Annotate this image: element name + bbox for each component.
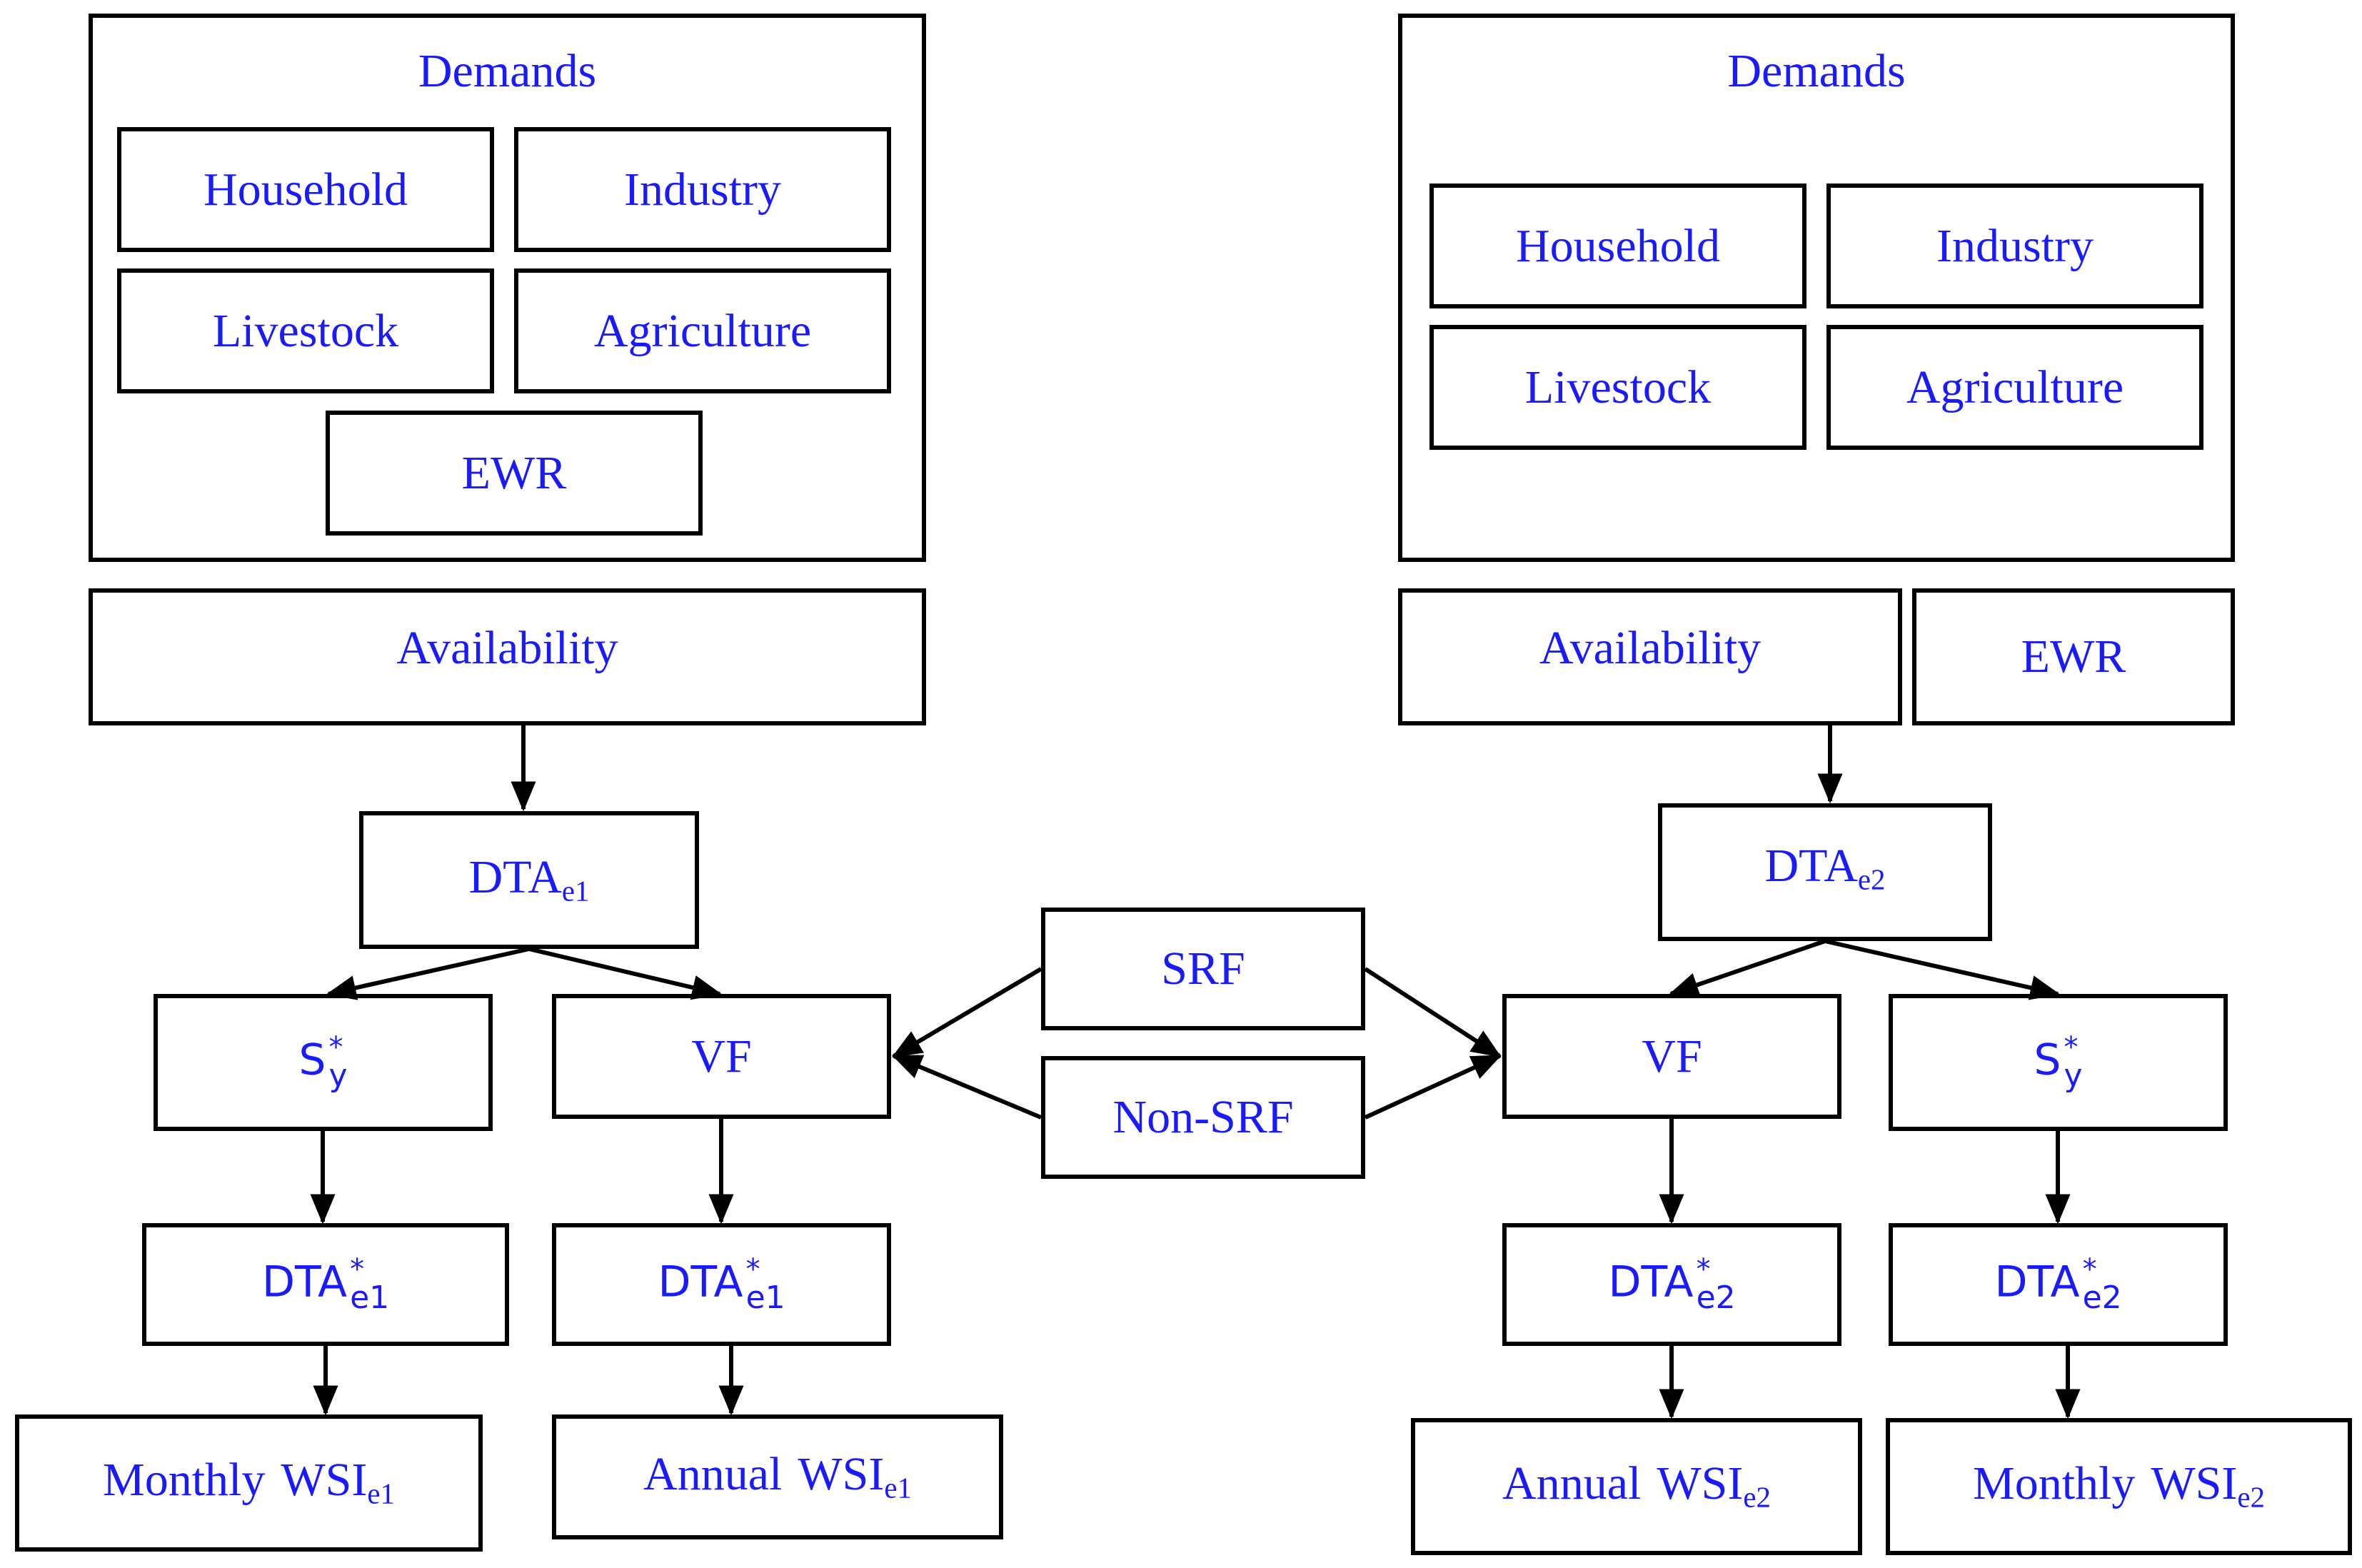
right-industry-box: Industry — [1826, 184, 2203, 308]
left-dta-star-subscript-b: e1 — [745, 1280, 785, 1317]
right-agriculture-box: Agriculture — [1826, 325, 2203, 450]
left-sy-subscript: y — [328, 1057, 348, 1095]
left-dta-label: DTAe1 — [468, 850, 590, 908]
left-annual-wsi-subscript: e1 — [884, 1472, 912, 1504]
left-sy-box: S*y — [154, 994, 493, 1131]
right-sy-subscript: y — [2064, 1057, 2083, 1095]
left-agriculture-box: Agriculture — [514, 268, 891, 393]
arrow-srf-to-left-vf — [891, 967, 1042, 1058]
right-livestock-label: Livestock — [1524, 361, 1712, 413]
right-sy-label: S*y — [2034, 1031, 2083, 1095]
right-dta-star-superscript-a: * — [1696, 1253, 1711, 1287]
right-household-label: Household — [1516, 219, 1720, 272]
right-demands-title: Demands — [1727, 45, 1906, 97]
left-dta-star-box-a: DTA*e1 — [142, 1223, 509, 1346]
left-dta-star-label-a: DTA*e1 — [261, 1253, 390, 1317]
non-srf-label: Non-SRF — [1112, 1091, 1294, 1143]
arrow-left-dta-to-sy — [326, 947, 530, 1000]
left-industry-box: Industry — [514, 127, 891, 252]
right-ewr-label: EWR — [2021, 630, 2126, 683]
left-ewr-label: EWR — [461, 446, 567, 499]
left-dta-star-superscript-a: * — [350, 1253, 365, 1287]
right-sy-box: S*y — [1889, 994, 2228, 1131]
arrow-non-srf-to-right-vf — [1364, 1054, 1502, 1120]
right-sy-superscript: * — [2064, 1031, 2079, 1065]
right-vf-label: VF — [1642, 1030, 1702, 1082]
arrow-srf-to-right-vf — [1364, 967, 1502, 1058]
right-dta-star-superscript-b: * — [2082, 1253, 2097, 1287]
right-dta-label: DTAe2 — [1764, 839, 1886, 896]
right-dta-box: DTAe2 — [1658, 803, 1992, 941]
right-availability-box: Availability — [1398, 588, 1902, 725]
left-agriculture-label: Agriculture — [593, 304, 812, 357]
right-household-box: Household — [1429, 184, 1806, 308]
left-dta-subscript: e1 — [561, 875, 590, 908]
non-srf-box: Non-SRF — [1041, 1056, 1365, 1179]
left-household-label: Household — [203, 163, 408, 216]
right-dta-star-subscript-b: e2 — [2082, 1280, 2122, 1317]
left-vf-label: VF — [691, 1030, 752, 1082]
right-livestock-box: Livestock — [1429, 325, 1806, 450]
right-dta-star-label-a: DTA*e2 — [1608, 1253, 1736, 1317]
right-vf-box: VF — [1502, 994, 1841, 1119]
left-availability-label: Availability — [396, 622, 618, 674]
left-demands-title: Demands — [418, 45, 597, 97]
left-dta-star-superscript-b: * — [745, 1253, 760, 1287]
right-availability-label: Availability — [1539, 622, 1762, 674]
srf-label: SRF — [1161, 943, 1245, 995]
left-availability-box: Availability — [89, 588, 926, 725]
left-dta-star-subscript-a: e1 — [350, 1280, 390, 1317]
left-dta-box: DTAe1 — [359, 811, 699, 949]
left-dta-star-label-b: DTA*e1 — [658, 1253, 785, 1317]
right-dta-subscript: e2 — [1857, 863, 1886, 896]
right-dta-star-box-b: DTA*e2 — [1889, 1223, 2228, 1346]
right-dta-star-label-b: DTA*e2 — [1994, 1253, 2122, 1317]
left-household-box: Household — [117, 127, 494, 252]
left-ewr-box: EWR — [326, 411, 703, 536]
arrow-non-srf-to-left-vf — [891, 1054, 1042, 1120]
right-agriculture-label: Agriculture — [1906, 361, 2124, 413]
left-sy-label: S*y — [298, 1031, 348, 1095]
right-annual-wsi-subscript: e2 — [1743, 1481, 1771, 1514]
srf-box: SRF — [1041, 908, 1365, 1030]
left-dta-star-box-b: DTA*e1 — [552, 1223, 891, 1346]
left-livestock-label: Livestock — [212, 304, 399, 357]
left-monthly-wsi-subscript: e1 — [367, 1477, 395, 1510]
right-monthly-wsi-subscript: e2 — [2237, 1481, 2265, 1514]
left-livestock-box: Livestock — [117, 268, 494, 393]
left-sy-superscript: * — [328, 1031, 343, 1065]
right-dta-star-subscript-a: e2 — [1696, 1280, 1736, 1317]
arrow-right-dta-to-vf — [1668, 939, 1826, 997]
arrow-left-dta-to-vf — [528, 947, 723, 1000]
right-ewr-box: EWR — [1912, 588, 2235, 725]
arrow-right-dta-to-sy — [1824, 939, 2061, 1000]
right-industry-label: Industry — [1936, 219, 2094, 272]
right-dta-star-box-a: DTA*e2 — [1502, 1223, 1841, 1346]
left-industry-label: Industry — [624, 163, 781, 216]
